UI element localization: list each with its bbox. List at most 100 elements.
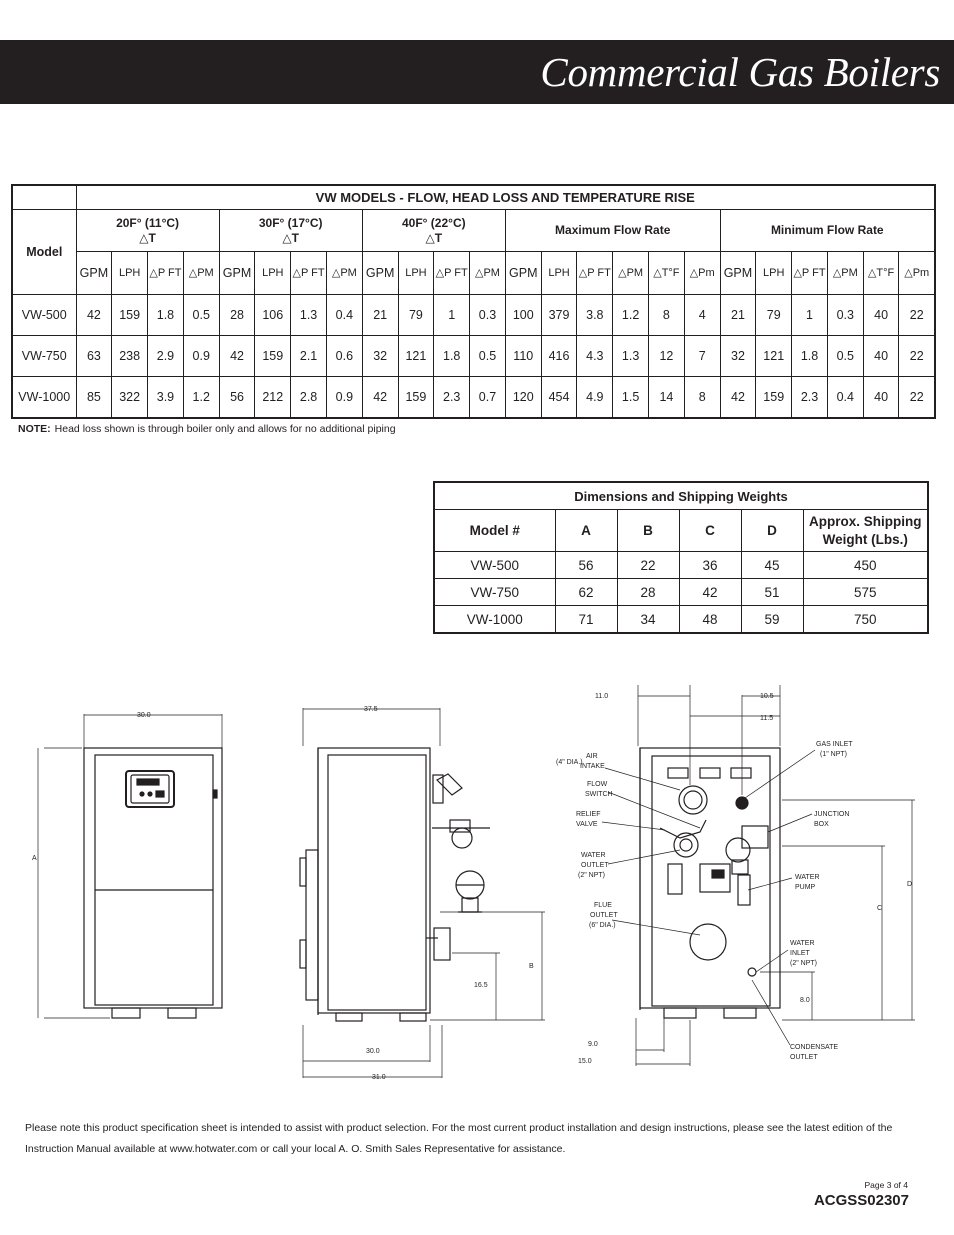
table-cell: 750: [802, 605, 929, 634]
table-cell: 56: [554, 551, 618, 579]
rear-bottom1-label: 9.0: [588, 1041, 598, 1048]
table-cell: 0.6: [325, 335, 363, 377]
table-cell: 121: [755, 335, 793, 377]
table-cell: 21: [361, 294, 399, 336]
lbl-r2: JUNCTION: [814, 811, 849, 818]
table-cell: 4.9: [576, 376, 614, 419]
front-width-label: 30.0: [137, 712, 151, 719]
flow-subheader: △T°F: [862, 251, 900, 295]
flow-group-subtitle: △T: [139, 230, 156, 245]
flow-subheader: △PM: [826, 251, 864, 295]
lbl-l8: OUTLET: [581, 862, 609, 869]
table-cell: 3.9: [147, 376, 184, 419]
table-cell: 71: [554, 605, 618, 634]
model-cell: VW-500: [11, 294, 77, 336]
flow-subheader: GPM: [719, 251, 757, 295]
front-height-label: A: [32, 855, 37, 862]
flow-subheader: △Pm: [683, 251, 721, 295]
table-cell: 28: [616, 578, 680, 606]
flow-subheader: GPM: [361, 251, 399, 295]
lbl-r1: (1" NPT): [820, 751, 847, 758]
flow-subheader: LPH: [755, 251, 793, 295]
table-cell: 238: [111, 335, 149, 377]
flow-subheader: LPH: [397, 251, 435, 295]
table-cell: 0.9: [325, 376, 363, 419]
page-number: Page 3 of 4: [864, 1180, 908, 1190]
table-note: NOTE:Head loss shown is through boiler o…: [18, 423, 396, 435]
table-cell: 1.3: [612, 335, 649, 377]
lbl-r0: GAS INLET: [816, 741, 853, 748]
boiler-dimension-drawing: 30.0 A 37.5 B 16.5 30.0 31.0 11.0 10.5 1…: [32, 685, 915, 1081]
table-cell: 48: [678, 605, 742, 634]
flow-subheader: △Pm: [898, 251, 936, 295]
table-cell: 106: [254, 294, 292, 336]
model-cell: VW-1000: [11, 376, 77, 419]
front-view: [37, 714, 223, 1019]
footer-disclaimer: Please note this product specification s…: [25, 1122, 893, 1155]
lbl-r3: BOX: [814, 821, 829, 828]
table-cell: 2.8: [290, 376, 327, 419]
flow-subheader: LPH: [111, 251, 149, 295]
table-cell: 40: [862, 376, 900, 419]
flow-subheader: GPM: [504, 251, 542, 295]
note-label: NOTE:: [18, 423, 51, 435]
table-cell: 2.3: [791, 376, 828, 419]
flow-subheader: △P FT: [147, 251, 184, 295]
table-cell: 34: [616, 605, 680, 634]
lbl-r5: PUMP: [795, 884, 816, 891]
lbl-l2: INTAKE: [580, 763, 605, 770]
title-banner: Commercial Gas Boilers: [0, 40, 954, 104]
rear-d-label: D: [907, 881, 912, 888]
flow-group-title: 30F° (17°C): [258, 215, 323, 230]
lbl-l12: (6" DIA.): [589, 922, 616, 929]
rear-h-right-label: 8.0: [800, 997, 810, 1004]
table-cell: 40: [862, 294, 900, 336]
dimensions-column-header: Approx. Shipping Weight (Lbs.): [802, 509, 929, 552]
flow-group-subtitle: △T: [425, 230, 443, 245]
flow-group-header: Minimum Flow Rate: [719, 209, 936, 252]
flow-group-title: 40F° (22°C): [402, 215, 466, 230]
table-cell: VW-500: [433, 551, 556, 579]
lbl-r9: CONDENSATE: [790, 1044, 838, 1051]
table-cell: VW-1000: [433, 605, 556, 634]
table-cell: 56: [218, 376, 256, 419]
drawing-labels: 30.0 A 37.5 B 16.5 30.0 31.0 11.0 10.5 1…: [32, 693, 912, 1081]
table-cell: 100: [504, 294, 542, 336]
table-cell: 0.7: [469, 376, 506, 419]
table-cell: 2.3: [433, 376, 471, 419]
flow-subheader: △PM: [182, 251, 220, 295]
table-cell: 40: [862, 335, 900, 377]
rear-view: [601, 685, 915, 1066]
table-cell: 63: [75, 335, 113, 377]
table-cell: 379: [540, 294, 578, 336]
flow-subheader: △P FT: [290, 251, 327, 295]
flow-group-header: Maximum Flow Rate: [504, 209, 721, 252]
table-cell: 22: [898, 294, 936, 336]
table-cell: 22: [898, 335, 936, 377]
table-cell: 0.5: [826, 335, 864, 377]
flow-subheader: △T°F: [648, 251, 685, 295]
dimensions-column-header: C: [678, 509, 742, 552]
lbl-l3: FLOW: [587, 781, 608, 788]
model-cell: VW-750: [11, 335, 77, 377]
table-cell: 0.9: [182, 335, 220, 377]
flow-subheader: △PM: [325, 251, 363, 295]
lbl-r8: (2" NPT): [790, 960, 817, 967]
table-cell: 0.3: [469, 294, 506, 336]
side-w2-label: 31.0: [372, 1074, 386, 1081]
table-cell: 22: [616, 551, 680, 579]
table-cell: 0.4: [826, 376, 864, 419]
dimensions-column-header: B: [616, 509, 680, 552]
table-cell: 159: [755, 376, 793, 419]
table-cell: 0.4: [325, 294, 363, 336]
table-cell: 42: [361, 376, 399, 419]
table-cell: 1.8: [433, 335, 471, 377]
table-cell: 4.3: [576, 335, 614, 377]
table-cell: 32: [361, 335, 399, 377]
table-cell: 7: [683, 335, 721, 377]
flow-subheader: LPH: [254, 251, 292, 295]
table-cell: 120: [504, 376, 542, 419]
